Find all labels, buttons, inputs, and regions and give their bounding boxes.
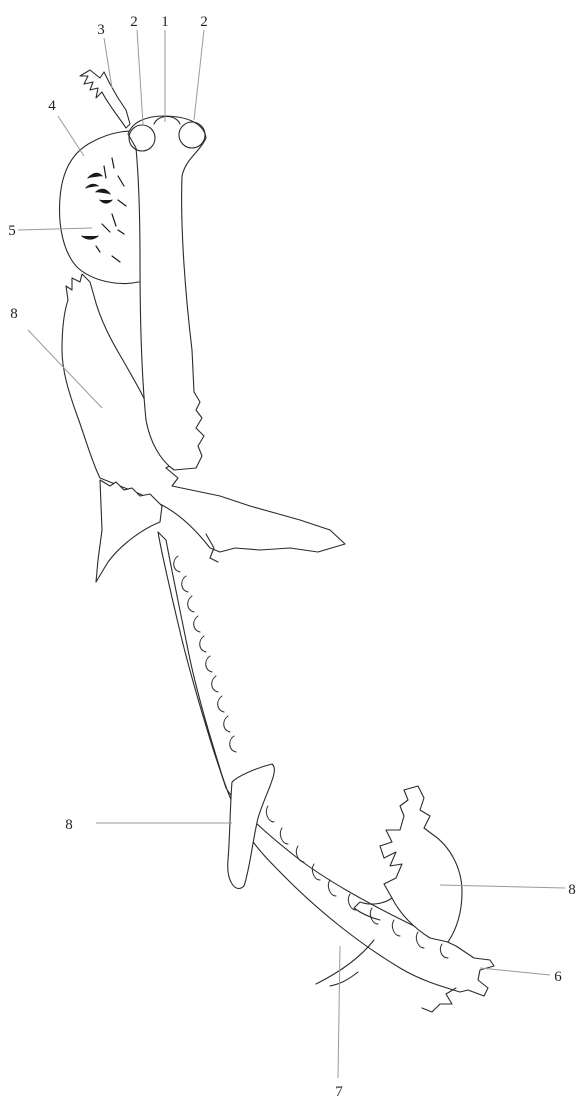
label-4: 4 [48,98,56,114]
label-1: 1 [161,14,169,30]
label-2-left: 2 [130,14,138,30]
spots-5 [82,158,126,262]
label-8-middle: 8 [65,817,73,833]
label-2-right: 2 [200,14,208,30]
label-8-right: 8 [568,882,576,898]
label-6: 6 [554,969,562,985]
fin-7 [316,940,374,986]
label-8-upper: 8 [10,306,18,322]
label-7: 7 [335,1084,343,1100]
tail-tip-6 [422,988,456,1012]
ring-8-middle [228,764,275,888]
label-5: 5 [8,223,16,239]
label-3: 3 [97,22,105,38]
appendage-3 [80,70,130,128]
